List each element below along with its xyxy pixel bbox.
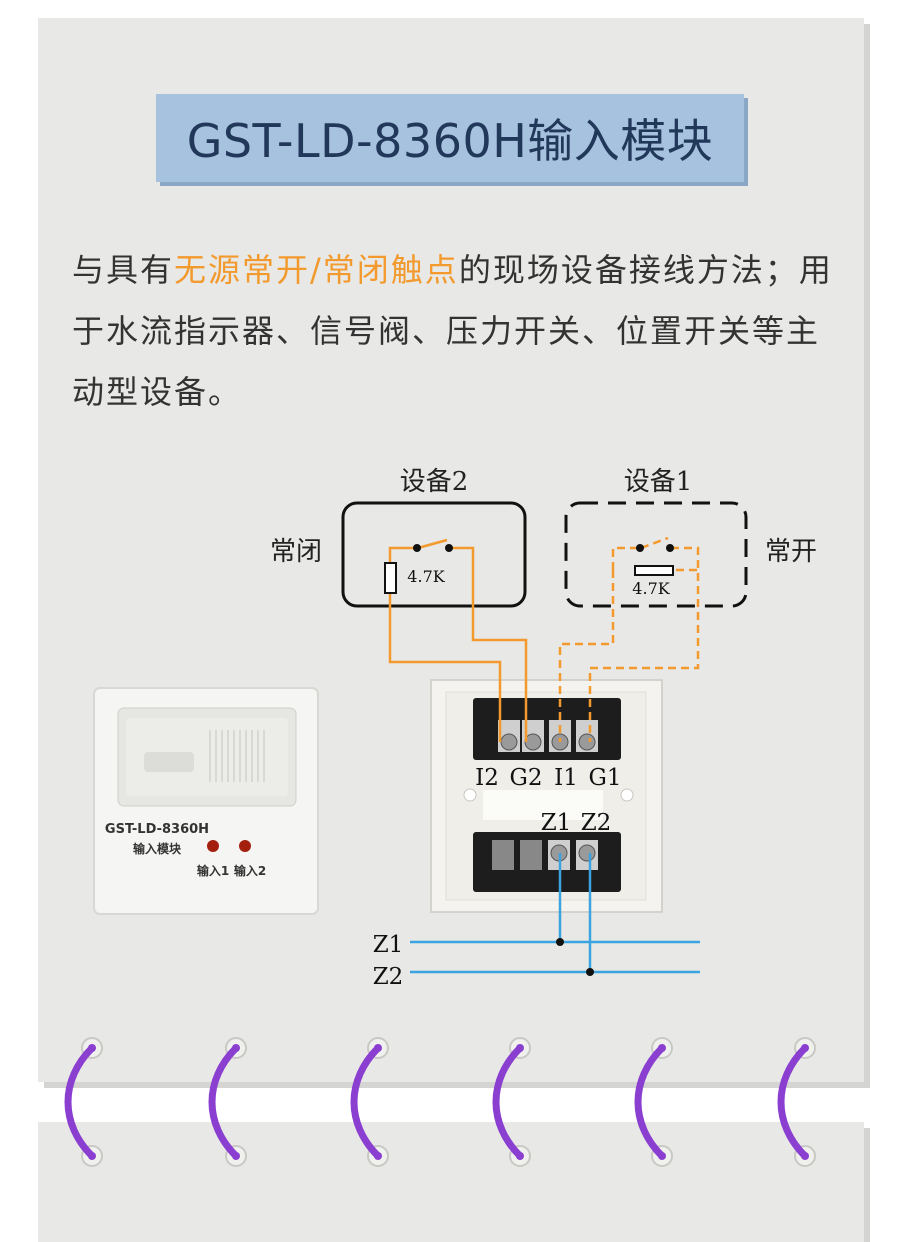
device2-resistor xyxy=(384,562,397,594)
page-title: GST-LD-8360H输入模块 xyxy=(186,114,714,168)
device2-box xyxy=(341,501,527,608)
binder-ring xyxy=(350,1037,389,1167)
device1-resistor xyxy=(634,565,674,576)
terminal-label-i2: I2 xyxy=(475,765,499,791)
device1-wiring xyxy=(558,536,700,742)
led-input2-label: 输入2 xyxy=(234,863,266,878)
bus-label-z1: Z1 xyxy=(373,932,404,958)
terminal-label-z2: Z2 xyxy=(581,810,612,836)
binder-ring xyxy=(208,1037,247,1167)
terminal-label-g2: G2 xyxy=(509,765,542,791)
nc-label: 常闭 xyxy=(270,537,322,567)
device2-wiring xyxy=(388,538,528,742)
terminal-label-g1: G1 xyxy=(588,765,621,791)
binder-ring xyxy=(492,1037,531,1167)
no-label: 常开 xyxy=(765,537,817,567)
binder-ring xyxy=(634,1037,673,1167)
description: 与具有无源常开/常闭触点的现场设备接线方法；用于水流指示器、信号阀、压力开关、位… xyxy=(72,240,842,423)
title-banner: GST-LD-8360H输入模块 xyxy=(156,94,744,182)
binder-ring xyxy=(64,1037,103,1167)
bus-wiring xyxy=(410,853,700,974)
device1-label: 设备1 xyxy=(624,467,693,497)
description-part1: 与具有 xyxy=(72,251,175,289)
led-input2 xyxy=(239,840,251,852)
bus-label-z2: Z2 xyxy=(373,964,404,990)
led-input1-label: 输入1 xyxy=(197,863,229,878)
terminal-label-z1: Z1 xyxy=(541,810,572,836)
module-product-photo: GST-LD-8360H 输入模块 输入1 输入2 xyxy=(93,687,319,915)
led-input1 xyxy=(207,840,219,852)
module-name: 输入模块 xyxy=(133,841,182,856)
next-card xyxy=(38,1122,864,1242)
binder-ring xyxy=(777,1037,816,1167)
top-terminal-block xyxy=(473,698,621,760)
device1-box xyxy=(564,501,748,608)
device2-label: 设备2 xyxy=(400,467,469,497)
device1-resistor-value: 4.7K xyxy=(632,579,670,598)
terminal-label-i1: I1 xyxy=(554,765,578,791)
device2-resistor-value: 4.7K xyxy=(407,567,445,586)
description-part2: 的现场设备接线方法；用于水流指示器、信号阀、压力开关、位置开关等主动型设备。 xyxy=(72,251,833,411)
module-model: GST-LD-8360H xyxy=(105,822,209,837)
binder-rings xyxy=(64,1037,816,1167)
description-highlight: 无源常开/常闭触点 xyxy=(174,251,459,289)
